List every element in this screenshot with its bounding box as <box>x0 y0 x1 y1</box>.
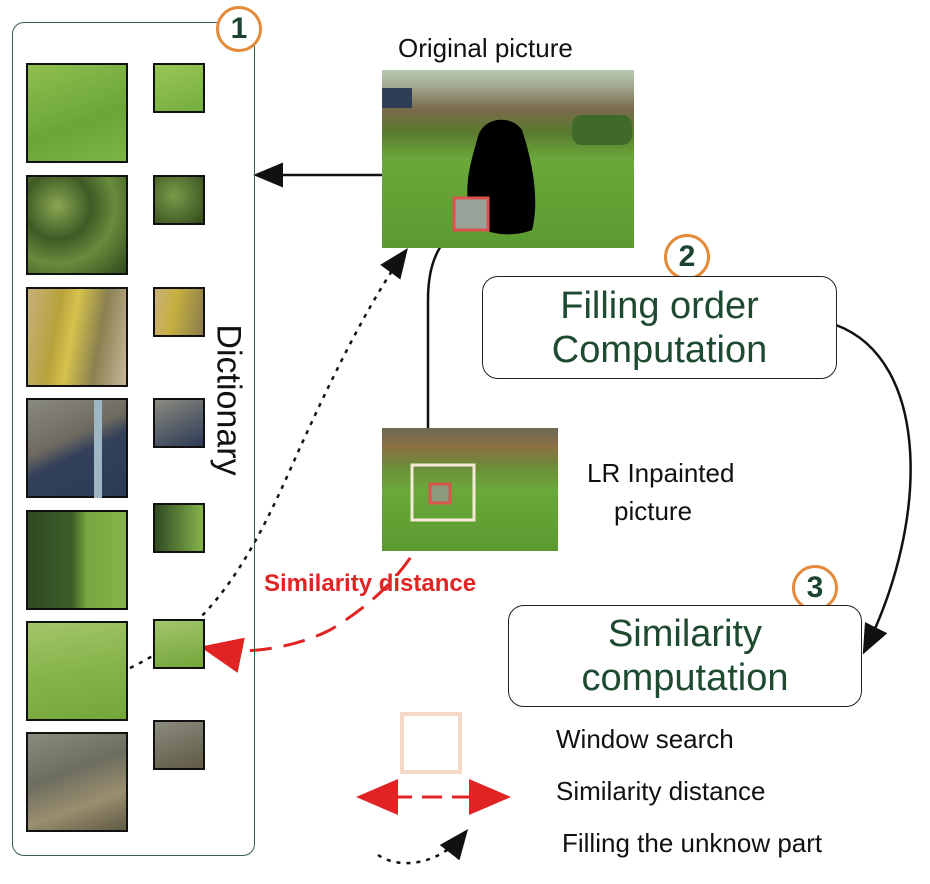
dict-small-roof <box>153 398 205 448</box>
dict-patch-foliage <box>26 175 128 275</box>
legend-window-search: Window search <box>556 724 734 754</box>
lr-inpainted-label-line2: picture <box>614 496 693 526</box>
original-picture <box>382 70 634 248</box>
filling-order-box: Filling order Computation <box>482 276 837 379</box>
window-search-box <box>410 463 476 522</box>
step-3-badge: 3 <box>792 565 838 611</box>
dictionary-label: Dictionary <box>209 324 248 476</box>
dict-patch-yellow-tree <box>26 287 128 387</box>
dict-patch-branches <box>26 732 128 832</box>
lr-inpainted-picture <box>382 428 558 551</box>
patch-to-lr-arrow <box>415 230 456 460</box>
filling-order-line1: Filling order <box>560 284 759 327</box>
similarity-computation-line1: Similarity <box>607 613 763 655</box>
dict-patch-grass-2 <box>26 621 128 721</box>
dict-patch-roof <box>26 398 128 498</box>
filling-dotted-arrow <box>129 247 408 670</box>
step-1-badge: 1 <box>216 6 262 52</box>
dict-small-grass-2 <box>153 619 205 669</box>
dict-patch-grass-1 <box>26 63 128 163</box>
dict-small-hedge <box>153 503 205 553</box>
dict-patch-hedge <box>26 510 128 610</box>
lr-target-patch <box>428 482 452 505</box>
dictionary-panel <box>12 22 255 856</box>
dict-small-branches <box>153 720 205 770</box>
similarity-distance-label: Similarity distance <box>264 570 477 597</box>
dict-small-grass-1 <box>153 63 205 113</box>
target-patch <box>452 196 490 232</box>
legend-filling: Filling the unknow part <box>562 828 823 858</box>
similarity-computation-line2: computation <box>581 657 789 699</box>
step-2-badge: 2 <box>664 234 710 280</box>
lr-inpainted-label-line1: LR Inpainted <box>587 458 735 488</box>
similarity-computation-box: Similarity computation <box>508 605 862 707</box>
original-picture-label: Original picture <box>398 33 573 63</box>
legend-similarity-distance: Similarity distance <box>556 776 766 806</box>
filling-order-line2: Computation <box>551 328 768 371</box>
step2-to-step3-arrow <box>835 323 912 655</box>
legend-filling-arrow-icon <box>377 829 469 865</box>
legend-window-search-icon <box>400 712 462 774</box>
dict-small-foliage <box>153 175 205 225</box>
dict-small-yellow-tree <box>153 287 205 337</box>
